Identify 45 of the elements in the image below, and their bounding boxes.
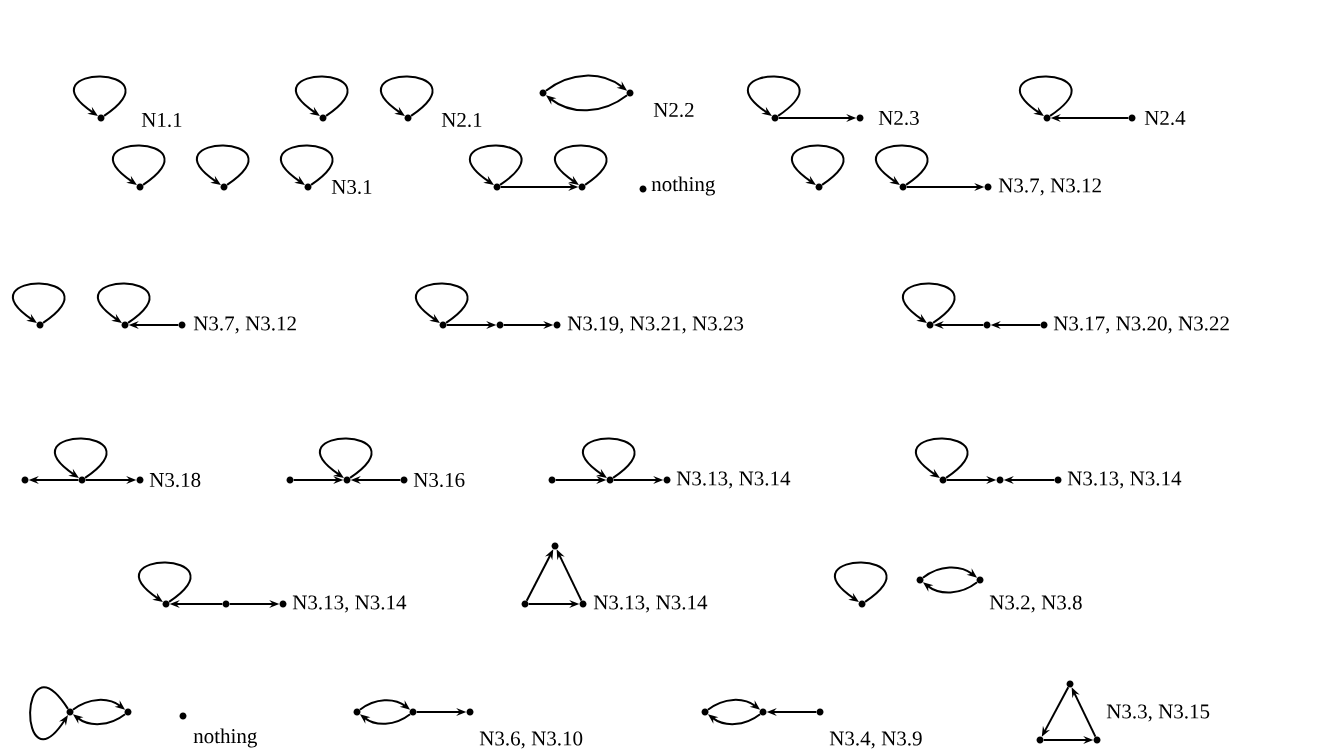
graph-label: N1.1 [141, 112, 182, 128]
loop-arrow [834, 561, 887, 603]
graph-label: nothing [193, 728, 257, 748]
loop-arrow [54, 437, 107, 479]
graph-label: nothing [651, 176, 715, 196]
loop-arrow [554, 144, 607, 186]
loop-arrow [319, 437, 372, 479]
loop-arrow [138, 561, 191, 603]
graph-label: N3.18 [149, 472, 201, 488]
graph-label: N3.13, N3.14 [676, 471, 791, 489]
loop-arrow [915, 437, 968, 479]
loop-arrow [469, 144, 522, 186]
graph-label: N2.4 [1144, 110, 1186, 126]
loop-arrow [415, 282, 468, 324]
loop-arrow [196, 144, 249, 186]
graph-label: N2.1 [441, 112, 482, 128]
loop-arrow [582, 437, 635, 479]
loop-arrow [280, 144, 333, 186]
graph-label: N3.16 [413, 472, 465, 488]
graph-label: N3.1 [331, 179, 372, 195]
loop-arrow [12, 282, 65, 324]
loop-arrow [791, 144, 844, 186]
graph-label: N3.13, N3.14 [1067, 471, 1182, 489]
graph-label: N2.2 [653, 102, 694, 118]
loop-arrow [380, 75, 433, 117]
graph-label: N3.2, N3.8 [989, 595, 1082, 613]
graph-label: N3.7, N3.12 [193, 316, 296, 334]
loop-arrow [112, 144, 165, 186]
graph-label: N3.13, N3.14 [292, 595, 407, 613]
loop-arrow [902, 282, 955, 324]
loop-arrow [875, 144, 928, 186]
loop-arrow [29, 687, 69, 740]
graph-label: N3.13, N3.14 [593, 595, 708, 613]
graph-label: N3.19, N3.21, N3.23 [567, 316, 744, 334]
graph-label: N3.17, N3.20, N3.22 [1053, 316, 1229, 334]
loop-arrow [97, 282, 150, 324]
graph-label: N3.7, N3.12 [998, 178, 1101, 196]
graph-label: N3.6, N3.10 [479, 731, 583, 749]
loop-arrow [73, 75, 126, 117]
graph-label: N2.3 [878, 110, 919, 126]
loop-arrow [747, 75, 800, 117]
graph-label: N3.4, N3.9 [829, 731, 922, 749]
loop-arrow [1019, 75, 1072, 117]
loop-arrow [295, 75, 348, 117]
graph-label: N3.3, N3.15 [1106, 704, 1210, 722]
